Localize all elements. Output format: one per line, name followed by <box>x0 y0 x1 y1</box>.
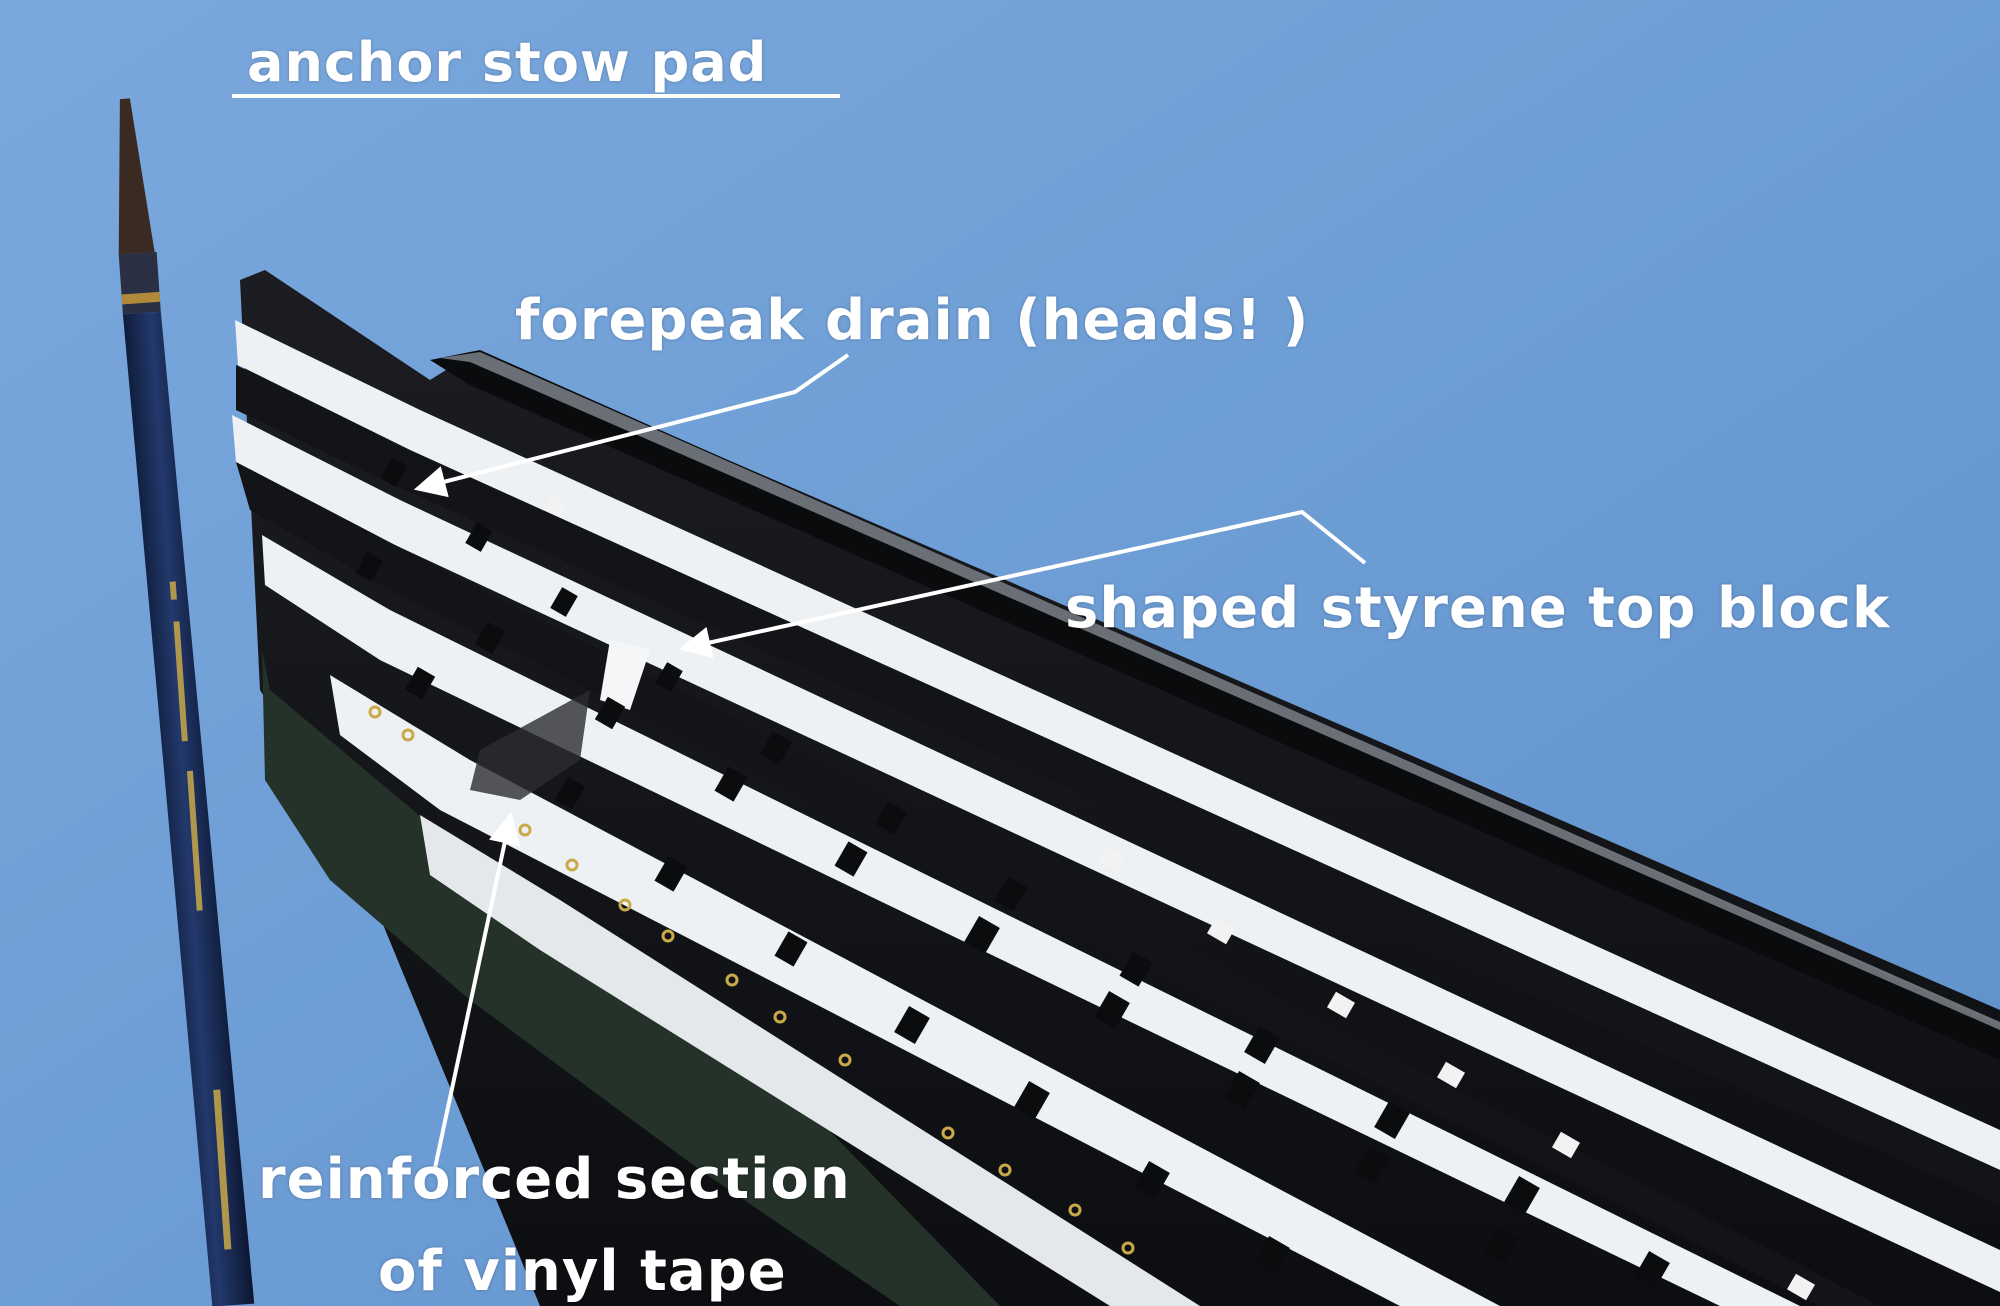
styrene-block-arrow <box>678 509 1367 659</box>
forepeak-drain-arrow <box>413 353 850 498</box>
label-reinforced-section-line1: reinforced section <box>258 1147 851 1212</box>
hull-stripe-5 <box>420 815 1200 1306</box>
styrene-top-block <box>600 640 650 710</box>
paint-brush <box>118 98 255 1306</box>
hull-wale-1 <box>236 365 2000 1205</box>
brass-fittings <box>368 705 1135 1255</box>
hull-stripe-1 <box>235 320 2000 1170</box>
label-forepeak-drain: forepeak drain (heads! ) <box>515 288 1310 353</box>
vinyl-tape-arrow <box>433 811 521 1169</box>
label-anchor-stow-pad: anchor stow pad <box>247 31 768 94</box>
rail-white-squares <box>544 494 1816 1301</box>
label-shaped-styrene-top-block: shaped styrene top block <box>1065 576 1891 641</box>
brush-tip <box>118 98 155 255</box>
hull-model <box>232 270 2000 1306</box>
label-reinforced-section-line2: of vinyl tape <box>378 1239 787 1304</box>
brush-lettering <box>169 581 232 1250</box>
brush-ferrule-ring <box>121 291 161 305</box>
gunports <box>355 457 1670 1289</box>
brush-handle <box>122 311 255 1306</box>
hull-top-rail <box>430 350 2000 1060</box>
label-anchor-underline <box>232 94 840 98</box>
vinyl-tape-section <box>470 690 590 800</box>
